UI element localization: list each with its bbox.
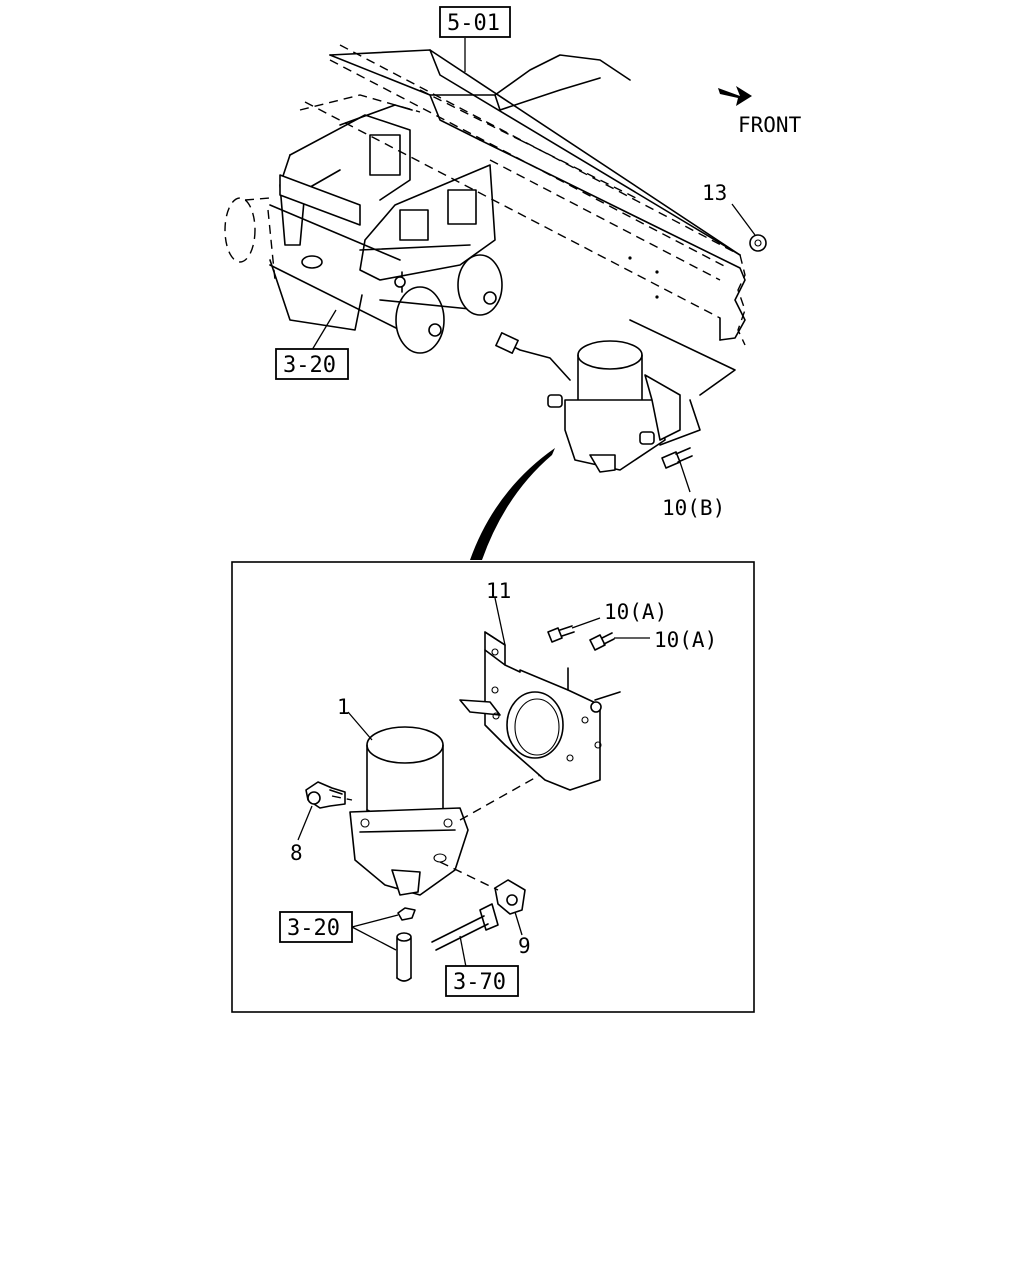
front-label: FRONT [738, 113, 802, 137]
leader-3-70 [459, 935, 467, 968]
nut-13 [749, 234, 767, 252]
front-arrow-icon [718, 86, 752, 106]
callout-13: 13 [702, 181, 727, 205]
ref-box-3-20-upper [275, 348, 349, 380]
callout-10a-1: 10(A) [604, 600, 667, 624]
callout-8: 8 [290, 841, 303, 865]
callout-1: 1 [337, 695, 350, 719]
air-tanks [224, 197, 503, 354]
ref-box-3-70 [445, 965, 519, 997]
leader-10b [679, 461, 691, 493]
leader-8 [297, 805, 313, 841]
elbow-fitting-9 [494, 879, 526, 915]
leader-3-20-lower-a [351, 914, 399, 928]
leader-3-20-lower-b [351, 926, 397, 951]
callout-10a-2: 10(A) [654, 628, 717, 652]
callout-11: 11 [486, 579, 511, 603]
leader-10a-1 [571, 617, 601, 629]
alignment-line-bracket [459, 774, 541, 821]
ref-box-3-70-label: 3-70 [453, 970, 506, 995]
leader-1 [347, 711, 373, 741]
leader-9 [514, 911, 523, 936]
ref-box-5-01-label: 5-01 [447, 11, 500, 36]
leader-3-20-upper [311, 309, 337, 351]
air-dryer-1 [349, 726, 469, 896]
alignment-line-fitting-9 [439, 861, 499, 891]
ref-box-3-20-lower-label: 3-20 [287, 916, 340, 941]
ref-box-3-20-lower [279, 911, 353, 943]
frame-rail [304, 44, 746, 346]
bolt-10b [661, 447, 693, 469]
tank-mounting-bracket [267, 94, 496, 281]
callout-9: 9 [518, 934, 531, 958]
leader-11 [494, 597, 506, 646]
fitting-3-20 [396, 907, 416, 982]
alignment-line-fitting-8 [331, 795, 353, 801]
air-dryer-installed [495, 319, 736, 473]
leader-13 [731, 203, 756, 236]
detail-panel [231, 561, 755, 1013]
callout-10b: 10(B) [662, 496, 725, 520]
hose-3-70 [431, 903, 499, 951]
bolts-10a [547, 625, 615, 651]
ref-box-5-01 [439, 6, 511, 38]
elbow-fitting-8 [305, 781, 346, 809]
mounting-bracket-11 [459, 631, 621, 791]
detail-transition-arrow [470, 448, 555, 560]
ref-box-3-20-upper-label: 3-20 [283, 353, 336, 378]
